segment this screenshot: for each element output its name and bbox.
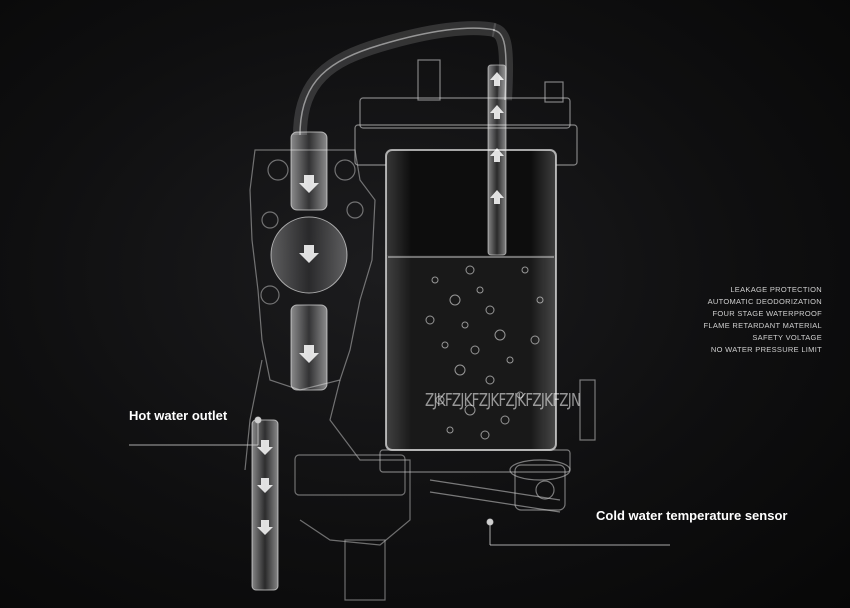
cold-water-sensor-label: Cold water temperature sensor (596, 508, 788, 523)
feature-item: NO WATER PRESSURE LIMIT (710, 345, 822, 354)
inlet-pipe (487, 64, 507, 256)
hot-water-outlet-label: Hot water outlet (129, 408, 228, 423)
feature-item: FOUR STAGE WATERPROOF (712, 309, 822, 318)
feature-item: SAFETY VOLTAGE (752, 333, 822, 342)
water-bubbles (425, 265, 544, 440)
down-arrows (257, 175, 319, 535)
feature-item: LEAKAGE PROTECTION (730, 285, 822, 294)
callout-lines (129, 416, 670, 546)
feature-item: AUTOMATIC DEODORIZATION (707, 297, 822, 306)
feature-item: FLAME RETARDANT MATERIAL (703, 321, 822, 330)
feature-list: LEAKAGE PROTECTION AUTOMATIC DEODORIZATI… (704, 284, 822, 356)
watermark-text: ZJKFZJKFZJKFZJKFZJKFZJN (425, 390, 581, 411)
glass-tank (385, 149, 557, 451)
tank-base (379, 379, 596, 513)
flow-pipe (251, 131, 348, 591)
left-mechanism (244, 149, 411, 601)
top-pipe (293, 21, 514, 136)
